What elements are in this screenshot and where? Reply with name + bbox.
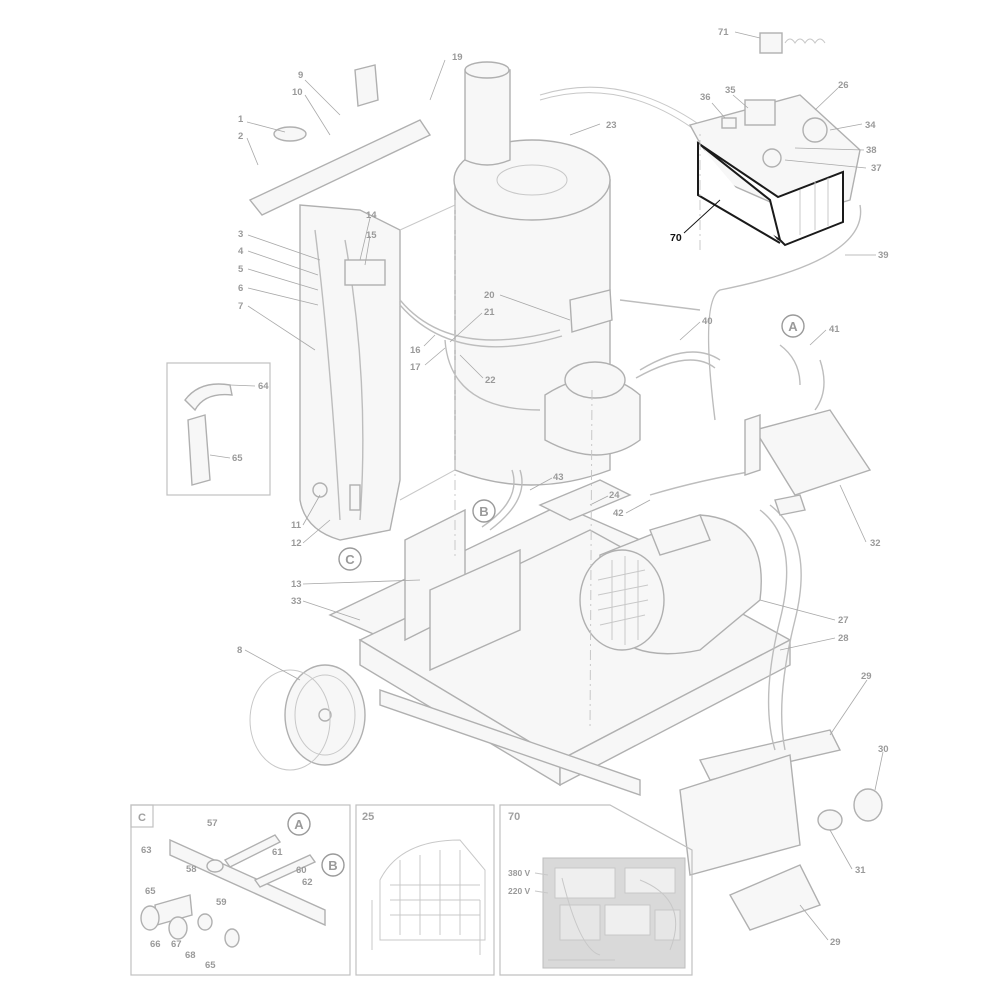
callout-13: 13 <box>291 579 302 590</box>
callout-6: 6 <box>238 283 243 294</box>
callout-20: 20 <box>484 290 495 301</box>
inset-25-title: 25 <box>362 811 374 823</box>
burner-fan-assembly <box>544 289 641 456</box>
callout-15: 15 <box>366 230 377 241</box>
callout-31: 31 <box>855 865 866 876</box>
callout-8: 8 <box>237 645 242 656</box>
callout-7: 7 <box>238 301 243 312</box>
inset-c-callout-66: 66 <box>150 939 161 950</box>
axis-lines <box>454 130 701 731</box>
callout-35: 35 <box>725 85 736 96</box>
callout-29-upper: 29 <box>861 671 872 682</box>
wheel-assembly <box>249 664 883 831</box>
callout-34: 34 <box>865 120 876 131</box>
callout-12: 12 <box>291 538 302 549</box>
leader-lines <box>209 31 884 941</box>
inset-70-voltage-220: 220 V <box>508 886 531 896</box>
callout-5: 5 <box>238 264 244 275</box>
inset-70: 70 380 V 220 V <box>499 804 693 976</box>
inset-c-callout-63: 63 <box>141 845 152 856</box>
inset-c-callout-62: 62 <box>302 877 313 888</box>
callout-numbers: 71 35 36 26 34 38 37 70 19 9 10 1 2 23 1… <box>232 27 889 948</box>
marker-a: A <box>788 319 798 334</box>
part-71-coil <box>759 32 826 54</box>
callout-11: 11 <box>291 520 302 531</box>
pump-unit <box>744 409 872 516</box>
electric-motor <box>579 514 762 655</box>
callout-2: 2 <box>238 131 243 142</box>
inset-c-callout-57: 57 <box>207 818 218 829</box>
callout-3: 3 <box>238 229 243 240</box>
inset-70-voltage-380: 380 V <box>508 868 531 878</box>
inset-c-callout-65a: 65 <box>145 886 156 897</box>
callout-23: 23 <box>606 120 617 131</box>
callout-27: 27 <box>838 615 849 626</box>
callout-32: 32 <box>870 538 881 549</box>
callout-28: 28 <box>838 633 849 644</box>
inset-c-marker-a: A <box>294 817 304 832</box>
callout-16: 16 <box>410 345 421 356</box>
callout-64: 64 <box>258 381 269 392</box>
callout-40: 40 <box>702 316 713 327</box>
callout-14: 14 <box>366 210 377 221</box>
callout-26: 26 <box>838 80 849 91</box>
inset-c-callout-68: 68 <box>185 950 196 961</box>
plug-inset <box>166 362 271 496</box>
hoses <box>399 204 862 751</box>
callout-37: 37 <box>871 163 882 174</box>
callout-41: 41 <box>829 324 840 335</box>
callout-4: 4 <box>238 246 244 257</box>
electrical-box-highlight <box>688 94 861 247</box>
inset-c-callout-58: 58 <box>186 864 197 875</box>
inset-c-callout-61: 61 <box>272 847 283 858</box>
callout-29-lower: 29 <box>830 937 841 948</box>
callout-10: 10 <box>292 87 303 98</box>
detail-markers: A B C <box>338 314 805 571</box>
callout-1: 1 <box>238 114 244 125</box>
inset-c-callout-67: 67 <box>171 939 182 950</box>
callout-17: 17 <box>410 362 421 373</box>
left-small-parts <box>273 64 386 511</box>
callout-42: 42 <box>613 508 624 519</box>
callout-22: 22 <box>485 375 496 386</box>
callout-36: 36 <box>700 92 711 103</box>
callout-21: 21 <box>484 307 495 318</box>
callout-30: 30 <box>878 744 889 755</box>
callout-70-highlighted: 70 <box>670 232 682 244</box>
callout-33: 33 <box>291 596 302 607</box>
inset-c-callout-60: 60 <box>296 865 307 876</box>
inset-c: C A B 57 63 58 61 60 62 59 65 66 67 68 6… <box>130 804 351 976</box>
inset-c-callout-59: 59 <box>216 897 227 908</box>
inset-25: 25 <box>355 804 495 976</box>
callout-24: 24 <box>609 490 620 501</box>
inset-c-callout-65b: 65 <box>205 960 216 971</box>
callout-19: 19 <box>452 52 463 63</box>
callout-65: 65 <box>232 453 243 464</box>
marker-c: C <box>345 552 355 567</box>
inset-c-marker-b: B <box>328 858 337 873</box>
inset-c-title: C <box>138 812 146 824</box>
inset-70-title: 70 <box>508 811 520 823</box>
callout-71: 71 <box>718 27 729 38</box>
callout-38: 38 <box>866 145 877 156</box>
callout-39: 39 <box>878 250 889 261</box>
callout-9: 9 <box>298 70 303 81</box>
marker-b: B <box>479 504 488 519</box>
callout-43: 43 <box>553 472 564 483</box>
